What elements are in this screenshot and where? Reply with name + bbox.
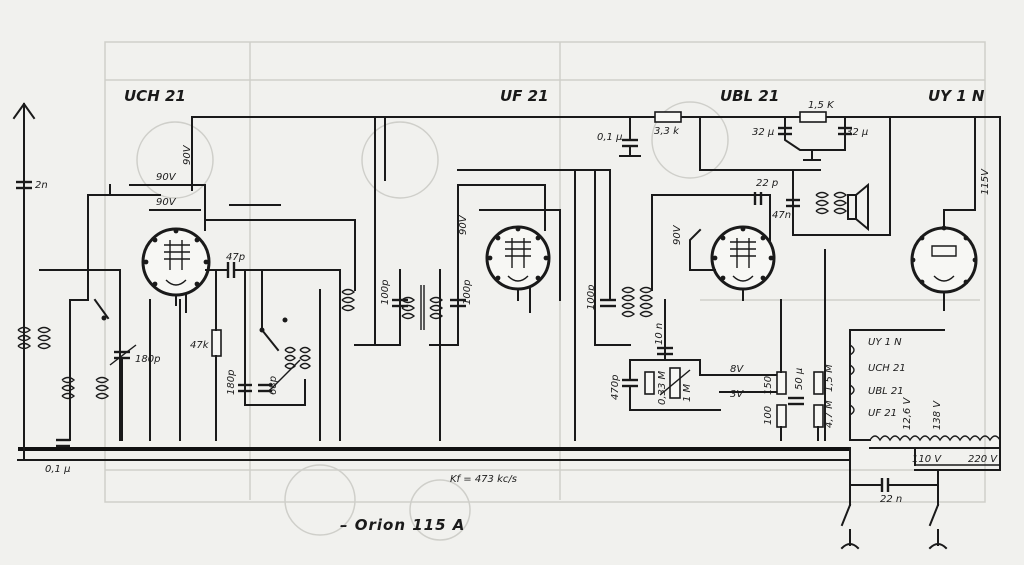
supply-filter bbox=[619, 111, 852, 161]
tube-uy1n bbox=[910, 116, 978, 311]
antenna bbox=[12, 102, 70, 450]
if-transformer-1 bbox=[204, 116, 466, 441]
heater-label-uy1n: UY 1 N bbox=[868, 337, 902, 348]
b-plus-line bbox=[191, 116, 1001, 441]
tube-label-uch21: UCH 21 bbox=[124, 87, 186, 105]
value-r-33k: 3,3 k bbox=[654, 126, 680, 137]
value-c-47p: 47p bbox=[226, 252, 245, 263]
value-volt-8v: 8V bbox=[730, 364, 744, 375]
value-c-01u: 0,1 µ bbox=[597, 132, 622, 143]
value-c-ground: 0,1 µ bbox=[45, 464, 70, 475]
value-r-15m: 1,5 M bbox=[824, 364, 835, 392]
value-volt-90-d: 90V bbox=[458, 214, 469, 235]
value-volt-3v: 3V bbox=[730, 389, 744, 400]
ground-bus bbox=[17, 447, 851, 461]
value-c-22p: 22 p bbox=[756, 178, 778, 189]
value-volt-90-c: 90V bbox=[156, 197, 177, 208]
audio-network bbox=[622, 299, 824, 441]
value-volt-138v: 138 V bbox=[932, 400, 943, 430]
value-c-180p-tune: 180p bbox=[135, 354, 160, 365]
value-r-47k: 47k bbox=[190, 340, 210, 351]
rf-input-section bbox=[39, 194, 181, 441]
value-volt-90-a: 90V bbox=[182, 144, 193, 165]
heater-label-ubl21: UBL 21 bbox=[868, 386, 904, 397]
value-r-47m: 4,7 M bbox=[824, 400, 835, 428]
value-c-68p: 68p bbox=[268, 376, 279, 395]
value-c-32u-a: 32 µ bbox=[752, 127, 774, 138]
tube-label-uf21: UF 21 bbox=[500, 87, 549, 105]
heater-label-uch21: UCH 21 bbox=[868, 363, 906, 374]
tube-labels: UCH 21 UF 21 UBL 21 UY 1 N bbox=[124, 87, 985, 105]
value-c-100p-a: 100p bbox=[380, 280, 391, 305]
diagram-caption: – Orion 115 A bbox=[340, 516, 465, 534]
value-c-32u-b: 32 µ bbox=[846, 127, 868, 138]
tube-ubl21 bbox=[689, 116, 891, 441]
value-volt-220v: 220 V bbox=[968, 454, 998, 465]
component-values: 2n 0,1 µ 90V 90V 90V 47p 47k 180p 180p 6… bbox=[35, 100, 998, 505]
value-c-50u: 50 µ bbox=[794, 368, 805, 390]
value-r-033m: 0,33 M bbox=[657, 371, 668, 405]
value-pot-1m: 1 M bbox=[682, 383, 693, 402]
value-volt-126v: 12,6 V bbox=[902, 397, 913, 430]
ghost-background bbox=[104, 41, 986, 541]
tube-label-uy1n: UY 1 N bbox=[928, 87, 985, 105]
value-r-150: 150 bbox=[763, 376, 774, 395]
value-c-antenna: 2n bbox=[35, 180, 48, 191]
heater-chain bbox=[840, 329, 1001, 550]
heater-label-uf21: UF 21 bbox=[868, 408, 897, 419]
value-volt-90-e: 90V bbox=[672, 224, 683, 245]
value-c-470p: 470p bbox=[610, 375, 621, 400]
value-volt-90-b: 90V bbox=[156, 172, 177, 183]
value-c-180p: 180p bbox=[226, 370, 237, 395]
value-volt-115v: 115V bbox=[980, 168, 991, 195]
value-c-100p-b: 100p bbox=[462, 280, 473, 305]
value-c-47n: 47n bbox=[772, 210, 791, 221]
tube-label-ubl21: UBL 21 bbox=[720, 87, 779, 105]
tube-uf21 bbox=[457, 169, 771, 441]
value-c-10n: 10 n bbox=[654, 323, 665, 345]
value-c-22n: 22 n bbox=[880, 494, 902, 505]
if-frequency-note: Kf = 473 kc/s bbox=[450, 474, 517, 485]
value-volt-110v: 110 V bbox=[912, 454, 942, 465]
tube-uch21 bbox=[109, 184, 211, 313]
value-c-100p-c: 100p bbox=[586, 285, 597, 310]
value-r-15k: 1,5 K bbox=[808, 100, 835, 111]
value-r-100: 100 bbox=[763, 406, 774, 425]
